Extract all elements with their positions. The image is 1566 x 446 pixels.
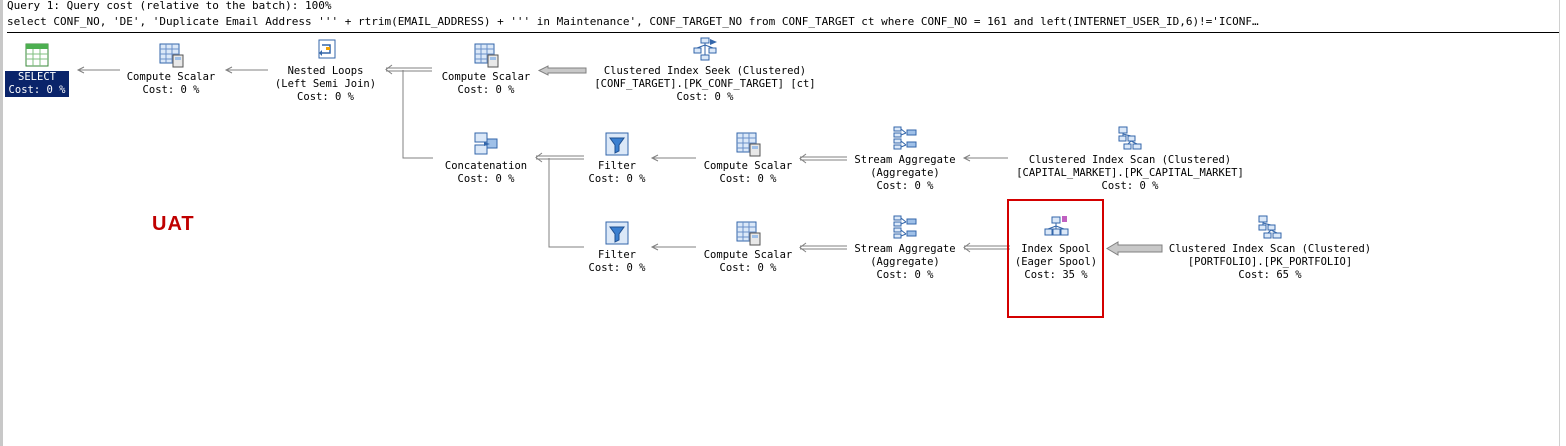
window-right-border [1559,0,1560,446]
calculator-icon [736,132,761,157]
index-spool-highlight-box [1007,199,1104,318]
calculator-icon [474,43,499,68]
node-select[interactable]: SELECT Cost: 0 % [5,42,69,97]
environment-label: UAT [152,213,195,235]
select-grid-icon [25,43,49,67]
window-left-border [0,0,3,446]
node-stream-aggregate-2[interactable]: Stream Aggregate (Aggregate) Cost: 0 % [848,214,962,282]
filter-icon [605,221,629,245]
edge-nested-compute2 [385,64,432,75]
stream-aggregate-icon [893,215,917,239]
node-stream-aggregate-1[interactable]: Stream Aggregate (Aggregate) Cost: 0 % [848,125,962,193]
node-index-spool[interactable]: Index Spool (Eager Spool) Cost: 35 % [1012,214,1100,282]
edge-spool-scan2 [1106,241,1163,256]
query-cost-title: Query 1: Query cost (relative to the bat… [7,0,332,12]
node-filter-1[interactable]: Filter Cost: 0 % [586,131,648,186]
filter-icon [605,132,629,156]
edge-compute2-seek [537,65,587,76]
edge-concat-filter2 [548,158,584,248]
calculator-icon [736,221,761,246]
edge-concat-filter1 [535,152,584,163]
nested-loops-icon [318,39,335,59]
node-select-label: SELECT Cost: 0 % [5,71,69,97]
index-spool-icon [1044,216,1069,236]
node-compute-scalar-3[interactable]: Compute Scalar Cost: 0 % [698,131,798,186]
edge-compute1-nested [224,66,268,74]
node-compute-scalar-2[interactable]: Compute Scalar Cost: 0 % [436,42,536,97]
node-clustered-index-scan-2[interactable]: Clustered Index Scan (Clustered) [PORTFO… [1163,214,1377,282]
index-scan-icon [1118,126,1142,150]
query-sql-text[interactable]: select CONF_NO, 'DE', 'Duplicate Email A… [7,15,1259,28]
node-clustered-index-seek[interactable]: Clustered Index Seek (Clustered) [CONF_T… [588,36,822,104]
edge-filter2-compute4 [650,243,696,251]
calculator-icon [159,43,184,68]
edge-filter1-compute3 [650,154,696,162]
node-concatenation[interactable]: Concatenation Cost: 0 % [436,131,536,186]
node-nested-loops[interactable]: Nested Loops (Left Semi Join) Cost: 0 % [268,36,383,104]
header-divider [7,32,1559,33]
edge-compute4-stream2 [799,242,847,253]
node-compute-scalar-4[interactable]: Compute Scalar Cost: 0 % [698,220,798,275]
node-clustered-index-scan-1[interactable]: Clustered Index Scan (Clustered) [CAPITA… [1010,125,1250,193]
index-seek-icon [693,37,717,61]
edge-nested-concat [402,70,433,159]
stream-aggregate-icon [893,126,917,150]
index-scan-icon [1258,215,1282,239]
concatenation-icon [474,132,498,155]
edge-stream2-spool [963,242,1010,253]
node-filter-2[interactable]: Filter Cost: 0 % [586,220,648,275]
edge-stream1-scan1 [962,154,1008,162]
edge-compute3-stream1 [799,153,847,164]
node-compute-scalar-1[interactable]: Compute Scalar Cost: 0 % [121,42,221,97]
edge-select-compute1 [76,66,120,74]
